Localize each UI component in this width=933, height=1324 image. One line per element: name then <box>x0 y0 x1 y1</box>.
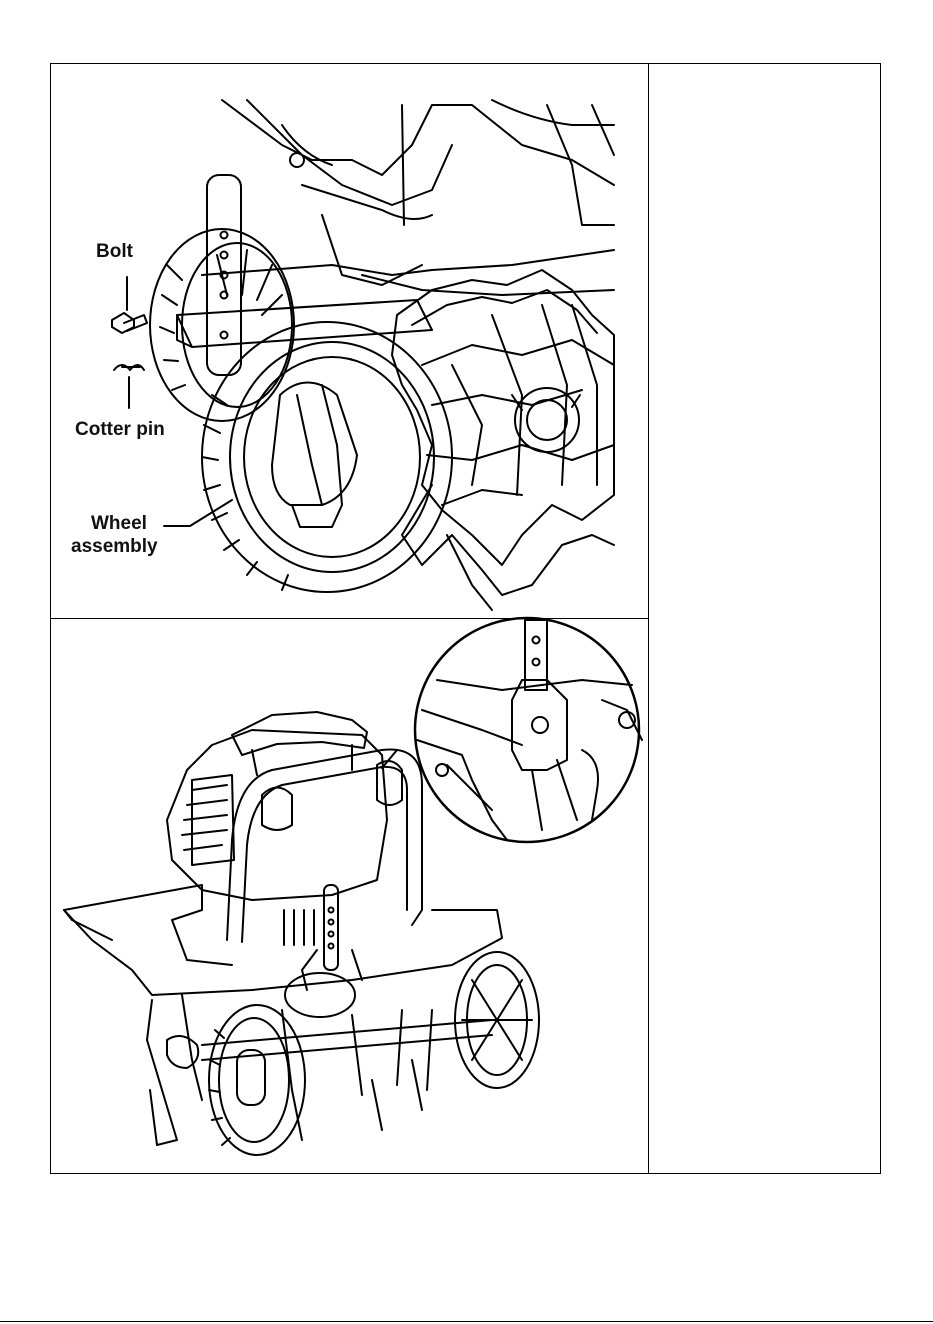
bolt-icon <box>112 313 147 333</box>
label-bolt: Bolt <box>96 241 133 262</box>
page-bottom-rule <box>0 1321 933 1322</box>
label-cotter-pin: Cotter pin <box>75 419 165 440</box>
side-notes-column <box>650 65 879 1172</box>
tiller-drawing <box>52 620 647 1172</box>
figure-tiller-overview <box>52 620 647 1172</box>
label-wheel-assembly: assembly <box>71 536 158 557</box>
label-wheel: Wheel <box>91 513 147 534</box>
cotter-pin-icon <box>114 365 144 370</box>
figure-wheel-assembly: Bolt Cotter pin Wheel assembly <box>52 65 647 617</box>
wheel-assembly-drawing <box>52 65 647 617</box>
table-row-divider <box>50 618 649 619</box>
